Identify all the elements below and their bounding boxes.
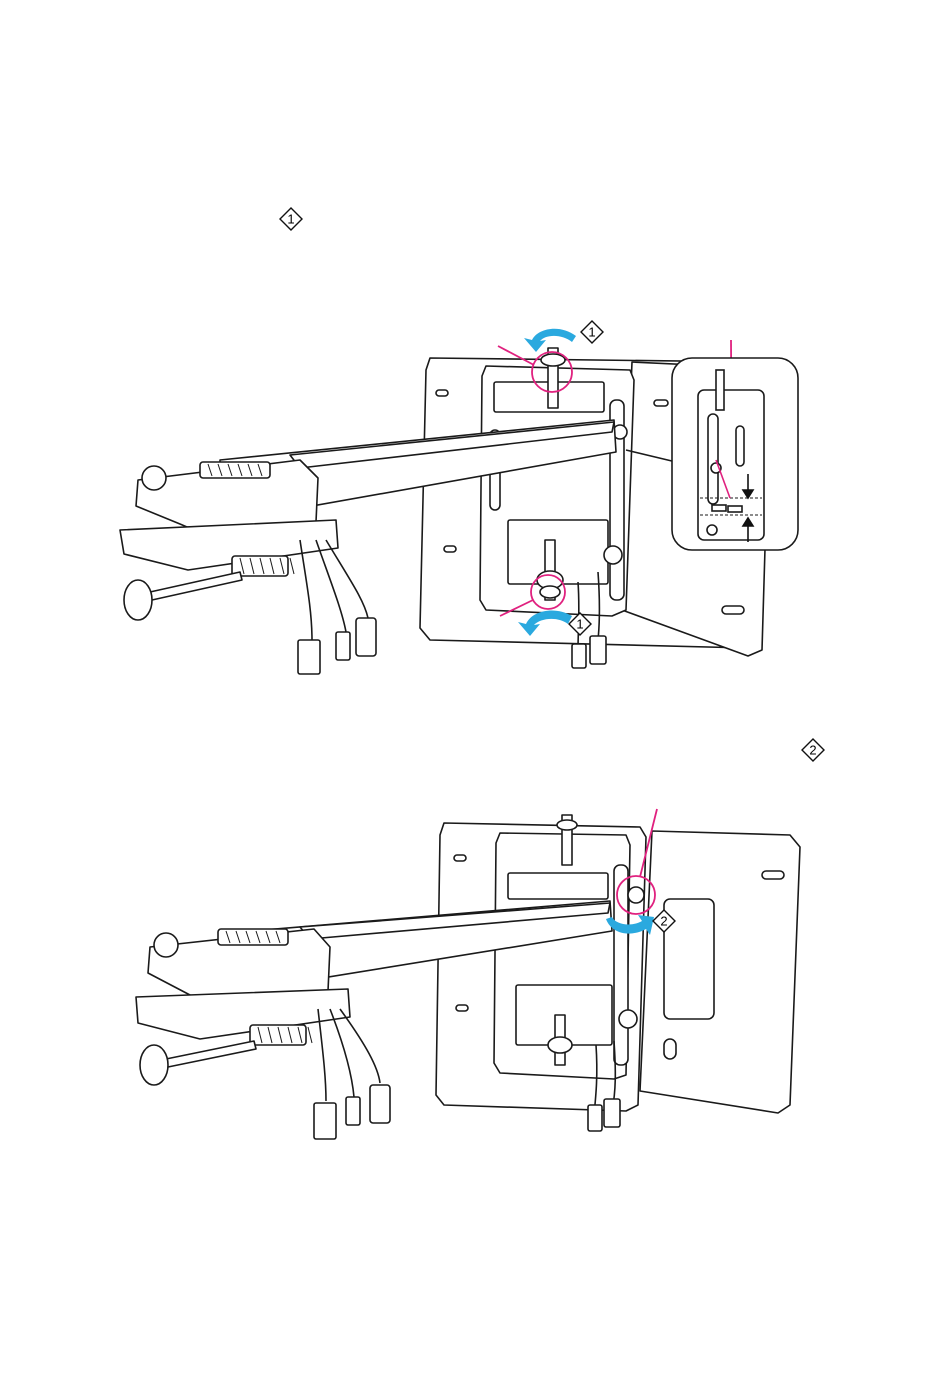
svg-text:1: 1 [588, 325, 595, 340]
figure-2-tighten-lock: 2 [0, 805, 950, 1150]
diamond-icon: 1 [279, 207, 303, 231]
svg-text:1: 1 [576, 617, 583, 632]
callout-1-top: 1 [581, 321, 603, 343]
svg-text:1: 1 [287, 212, 294, 227]
lower-arm [120, 520, 338, 570]
figure-1-illustration: 1 1 [0, 310, 950, 690]
figure-1-adjust-height: 1 1 [0, 310, 950, 690]
step-1-marker: 1 [279, 207, 303, 231]
svg-text:2: 2 [809, 743, 816, 758]
svg-text:2: 2 [660, 914, 667, 929]
step-2-marker: 2 [801, 738, 825, 762]
diamond-icon: 2 [801, 738, 825, 762]
figure-2-illustration: 2 [0, 805, 950, 1150]
